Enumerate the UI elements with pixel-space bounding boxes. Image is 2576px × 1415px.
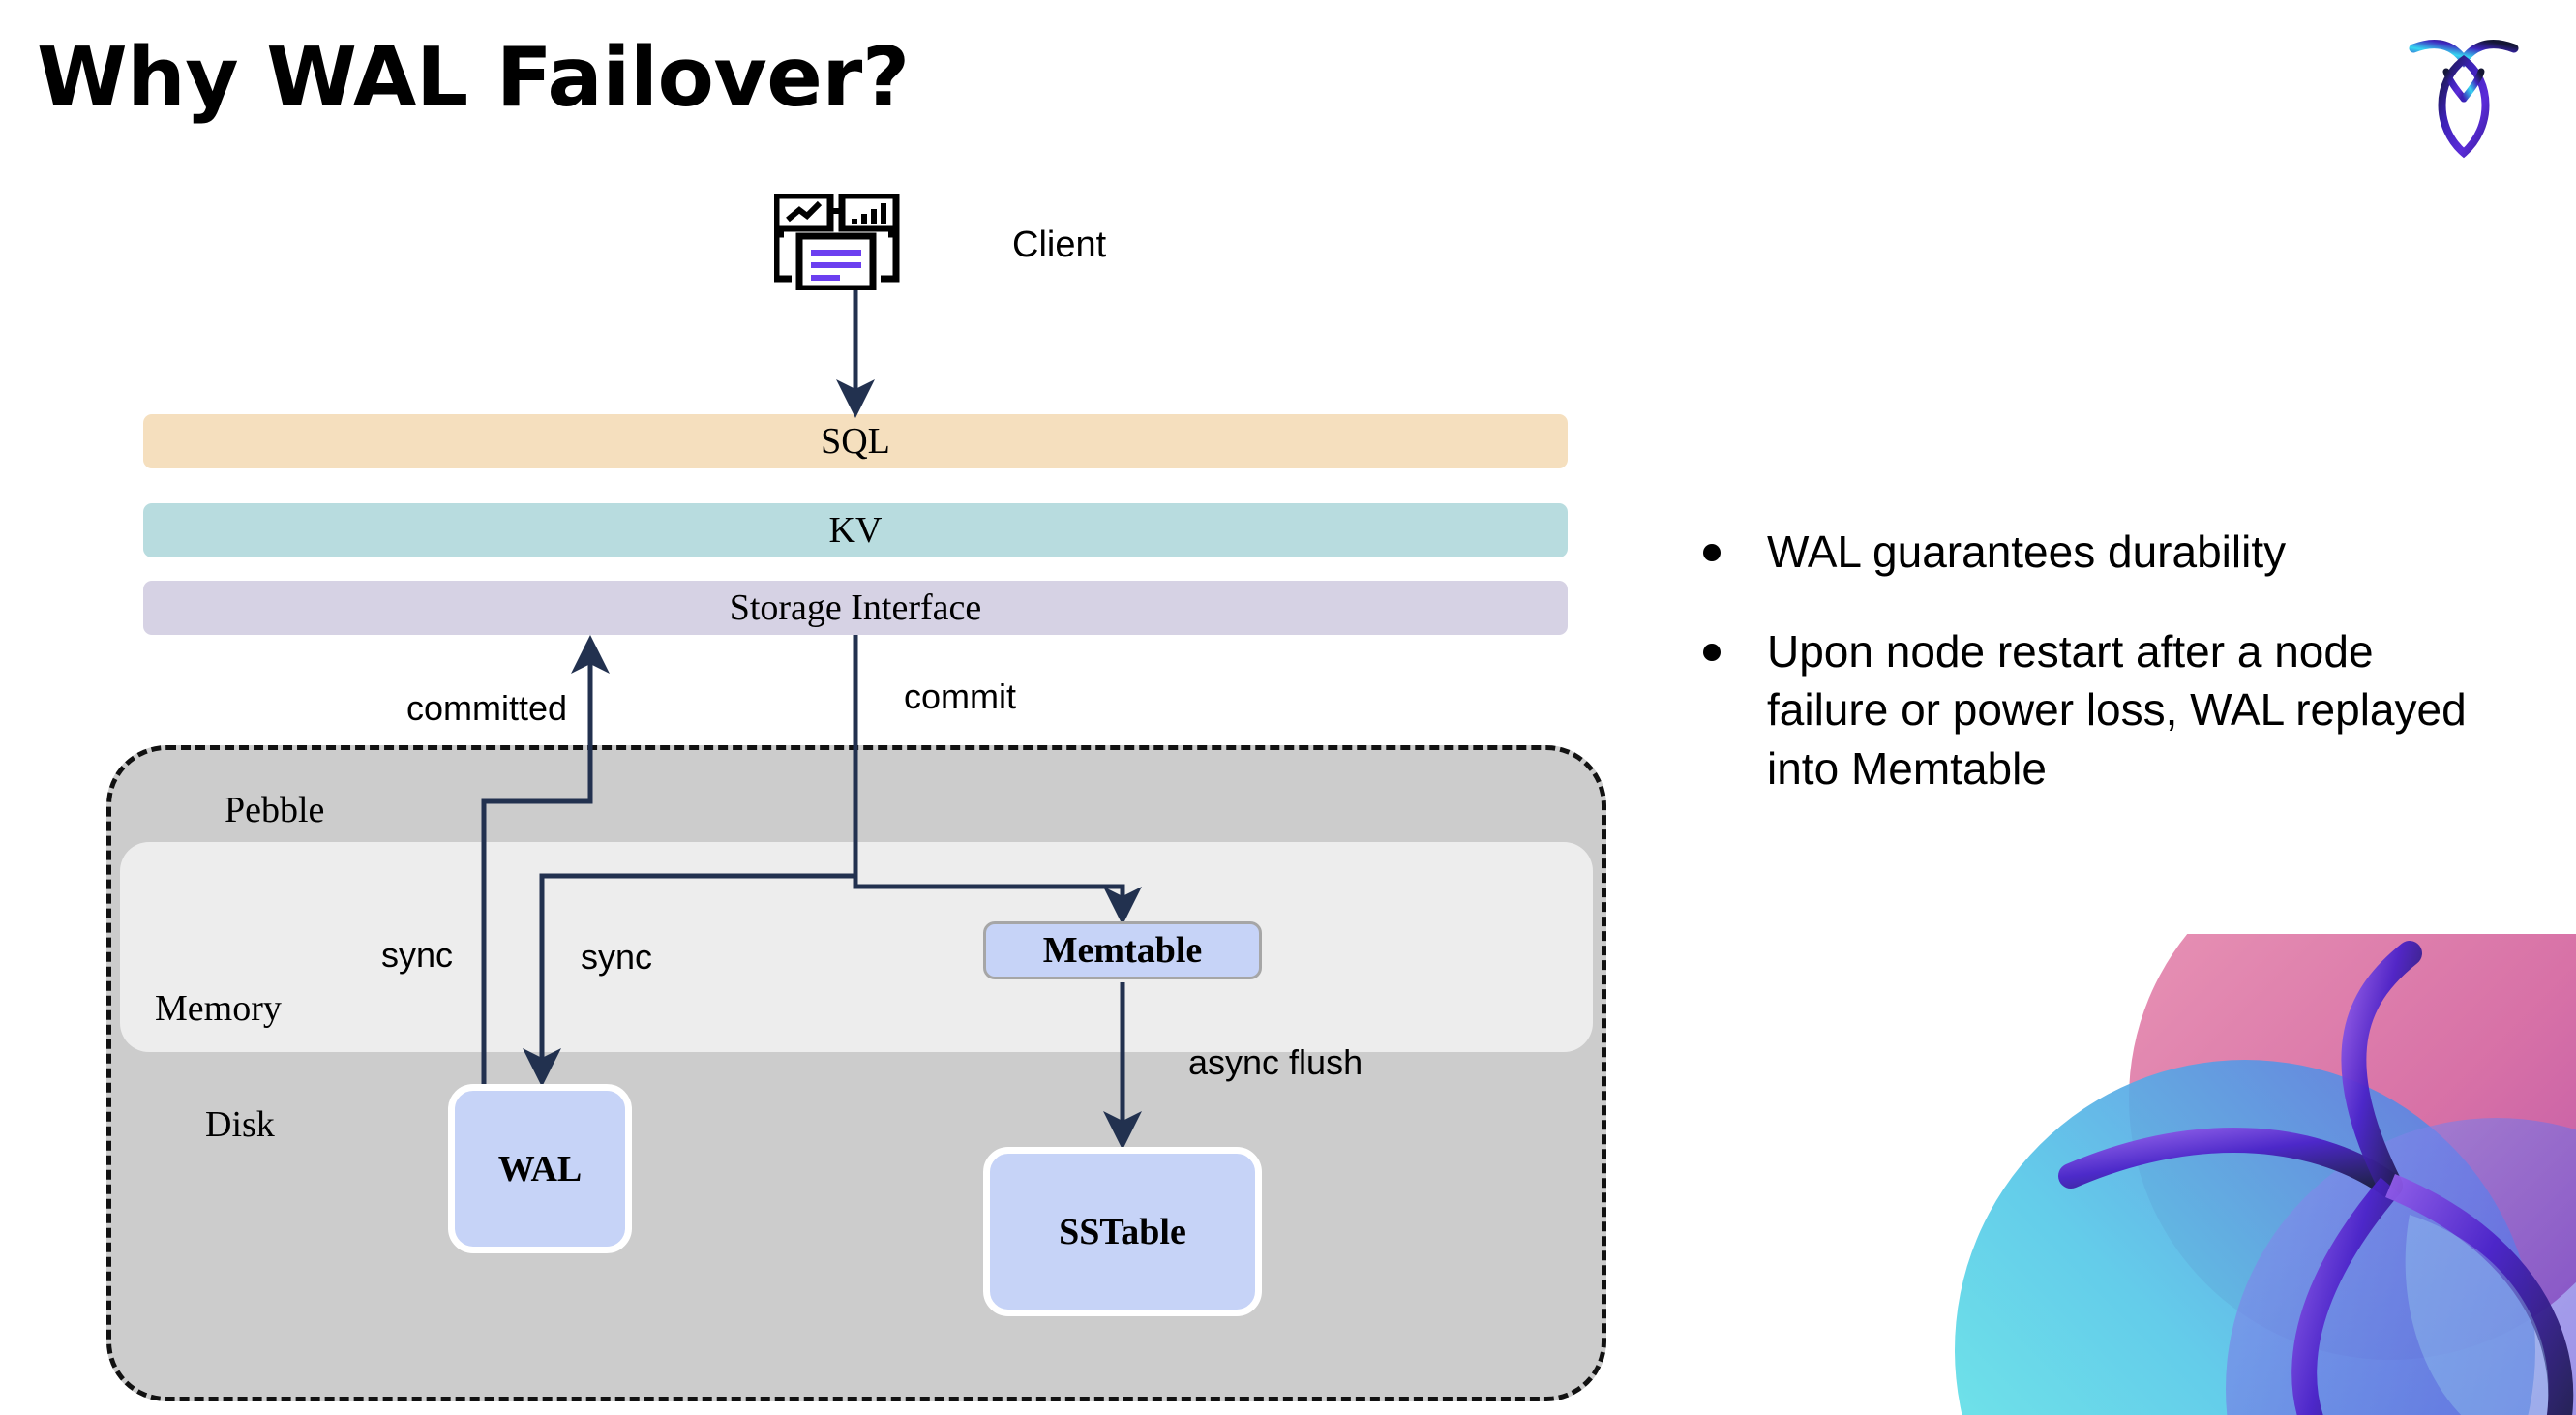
cockroachdb-logo-icon [2406, 31, 2522, 159]
memory-label: Memory [155, 988, 282, 1029]
disk-label: Disk [205, 1104, 275, 1145]
list-item: WAL guarantees durability [1703, 523, 2497, 582]
node-memtable: Memtable [983, 921, 1262, 979]
node-sstable: SSTable [983, 1147, 1262, 1316]
decorative-logo-watermark [1955, 934, 2576, 1415]
memory-region [120, 842, 1593, 1052]
bullet-list: WAL guarantees durability Upon node rest… [1703, 523, 2497, 839]
node-label-wal: WAL [497, 1148, 583, 1189]
edge-label-sync-left: sync [381, 935, 454, 975]
pebble-label: Pebble [225, 790, 325, 830]
node-wal: WAL [448, 1084, 632, 1253]
edge-label-async-flush: async flush [1188, 1042, 1363, 1082]
layer-bar-storage-interface: Storage Interface [143, 581, 1568, 635]
bullet-text: Upon node restart after a node failure o… [1767, 625, 2467, 795]
edge-label-committed: committed [406, 688, 568, 728]
client-dashboard-icon [772, 192, 929, 292]
layer-label-kv: KV [828, 510, 883, 551]
edge-label-commit: commit [904, 677, 1016, 716]
node-label-memtable: Memtable [1042, 930, 1203, 971]
layer-bar-kv: KV [143, 503, 1568, 557]
bullet-text: WAL guarantees durability [1767, 527, 2287, 577]
bullet-dot-icon [1703, 643, 1721, 661]
client-label: Client [1012, 225, 1107, 265]
page-title: Why WAL Failover? [37, 30, 910, 126]
bullet-dot-icon [1703, 544, 1721, 561]
layer-bar-sql: SQL [143, 414, 1568, 468]
node-label-sstable: SSTable [1059, 1211, 1186, 1252]
edge-label-sync-right: sync [581, 937, 653, 977]
layer-label-storage: Storage Interface [729, 587, 982, 628]
layer-label-sql: SQL [821, 421, 890, 462]
list-item: Upon node restart after a node failure o… [1703, 622, 2497, 798]
